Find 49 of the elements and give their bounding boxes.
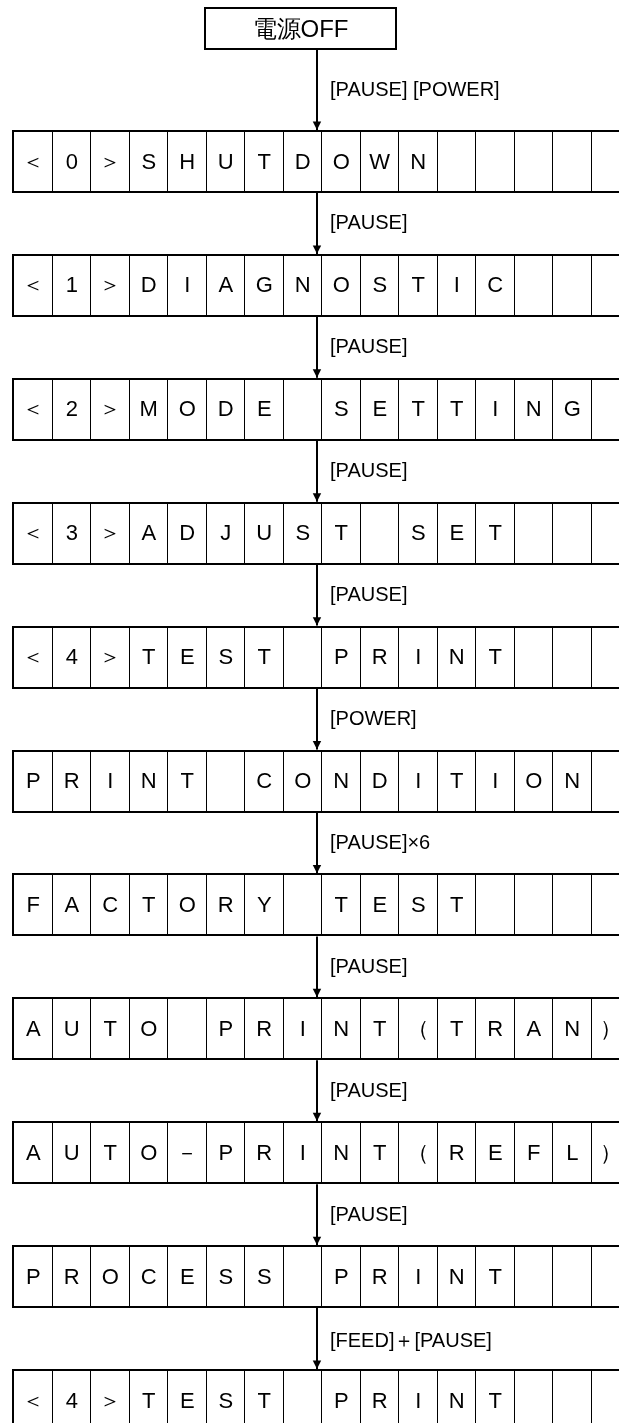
display-text: P R I N T bbox=[24, 767, 195, 795]
display-row bbox=[12, 130, 619, 193]
display-text: F A C T O R Y bbox=[25, 890, 273, 919]
edge-label: [PAUSE] [POWER] bbox=[330, 78, 500, 101]
display-text: P R O C E S S bbox=[24, 1262, 273, 1291]
display-text: ＜ 1 ＞ D I A G N O S T I C bbox=[21, 271, 505, 300]
display-text: S E T T I N G bbox=[332, 395, 582, 424]
display-text: ＜ 3 ＞ A D J U S T bbox=[21, 519, 349, 548]
display-row bbox=[12, 1121, 619, 1185]
edge-label: [PAUSE] bbox=[330, 211, 408, 235]
edge-label: [POWER] bbox=[330, 707, 417, 731]
display-row bbox=[12, 1369, 619, 1423]
edge-label: [PAUSE] bbox=[330, 335, 408, 359]
edge-label: [PAUSE] bbox=[330, 459, 408, 483]
arrow bbox=[312, 439, 322, 503]
display-text: P R I N T （ T R A N ） bbox=[217, 1014, 619, 1043]
display-row bbox=[12, 377, 619, 441]
arrow bbox=[312, 49, 322, 131]
arrow bbox=[312, 811, 322, 875]
arrow bbox=[312, 935, 322, 999]
display-row bbox=[12, 253, 619, 317]
process-box bbox=[204, 7, 397, 50]
display-text: ＜ 4 ＞ T E S T bbox=[21, 1386, 272, 1415]
display-text: S E T bbox=[409, 519, 503, 548]
display-row bbox=[12, 749, 619, 813]
display-text: T E S T bbox=[333, 890, 465, 919]
display-row bbox=[12, 873, 619, 937]
display-row bbox=[12, 997, 619, 1061]
display-text: ＜ 4 ＞ T E S T bbox=[21, 643, 272, 672]
display-text: C O N D I T I O N bbox=[255, 767, 582, 795]
box-label: 電源OFF bbox=[252, 13, 349, 44]
arrow bbox=[312, 1183, 322, 1247]
display-text: P R I N T bbox=[332, 1262, 503, 1291]
arrow bbox=[312, 1307, 322, 1370]
arrow bbox=[312, 563, 322, 627]
display-text: A U T O － P R I N T （ R E F L ） bbox=[24, 1138, 619, 1167]
edge-label: [PAUSE] bbox=[330, 583, 408, 607]
display-text: P R I N T bbox=[332, 643, 503, 672]
arrow bbox=[312, 687, 322, 751]
display-row bbox=[12, 1245, 619, 1309]
arrow bbox=[312, 315, 322, 379]
display-text: A U T O bbox=[24, 1014, 159, 1043]
display-row bbox=[12, 501, 619, 565]
display-text: ＜ 0 ＞ S H U T D O W N bbox=[21, 147, 428, 176]
display-text: ＜ 2 ＞ M O D E bbox=[21, 395, 273, 424]
display-row bbox=[12, 625, 619, 689]
display-text: P R I N T bbox=[332, 1386, 503, 1415]
arrow bbox=[312, 192, 322, 255]
arrow bbox=[312, 1059, 322, 1123]
